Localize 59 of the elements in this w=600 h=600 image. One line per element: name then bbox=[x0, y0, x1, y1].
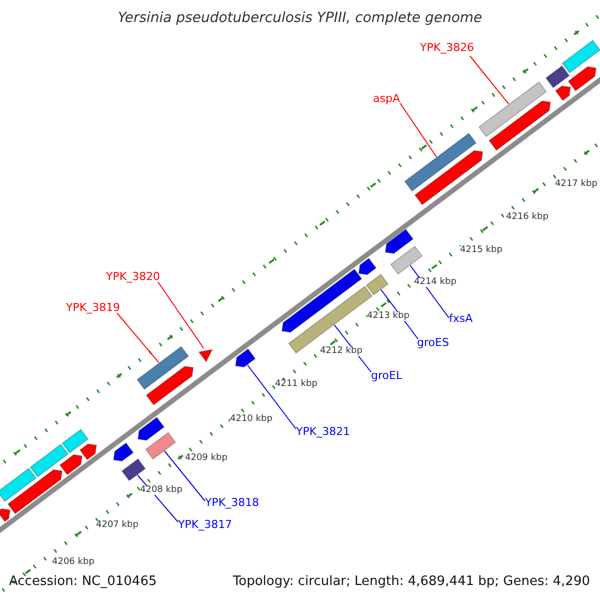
tick-label: 4211 kbp bbox=[275, 380, 318, 389]
gene-feature bbox=[390, 246, 423, 275]
tick-label: 4207 kbp bbox=[96, 521, 138, 530]
gene-feature bbox=[384, 228, 414, 254]
gene-label: YPK_3826 bbox=[420, 42, 474, 53]
accession-text: Accession: NC_010465 bbox=[9, 575, 157, 588]
gene-feature bbox=[198, 348, 214, 363]
leader-line bbox=[400, 102, 437, 158]
gene-feature bbox=[562, 40, 600, 74]
gene-feature bbox=[554, 85, 571, 102]
gene-feature bbox=[0, 508, 11, 522]
gene-label: YPK_3820 bbox=[106, 271, 160, 282]
gene-feature bbox=[146, 366, 194, 406]
gene-feature bbox=[281, 268, 362, 333]
gene-feature bbox=[478, 81, 547, 138]
gene-feature bbox=[79, 443, 97, 460]
gene-feature bbox=[545, 65, 570, 88]
gene-feature bbox=[488, 100, 551, 151]
gene-feature bbox=[59, 454, 83, 476]
gene-feature bbox=[113, 442, 134, 462]
tick-label: 4215 kbp bbox=[460, 246, 502, 255]
leader-line bbox=[164, 450, 206, 502]
title: Yersinia pseudotuberculosis YPIII, complete genome bbox=[116, 11, 484, 25]
gene-feature bbox=[366, 274, 389, 296]
tick-label: 4208 kbp bbox=[140, 486, 182, 495]
gene-feature bbox=[136, 346, 190, 390]
gene-label: YPK_3817 bbox=[178, 519, 232, 530]
gene-label: groES bbox=[417, 337, 449, 348]
leader-line bbox=[158, 282, 204, 348]
gene-feature bbox=[358, 258, 377, 276]
gene-feature bbox=[0, 468, 37, 502]
gene-feature bbox=[235, 348, 256, 368]
genome-info-text: Topology: circular; Length: 4,689,441 bp; Genes: 4,290 bbox=[232, 575, 590, 588]
gene-label: YPK_3821 bbox=[296, 426, 350, 437]
tick-label: 4217 kbp bbox=[555, 180, 598, 189]
gene-feature bbox=[62, 428, 89, 454]
gene-feature bbox=[404, 132, 477, 192]
tick-label: 4214 kbp bbox=[414, 278, 456, 287]
gene-label: YPK_3818 bbox=[205, 497, 260, 508]
gene-feature bbox=[7, 469, 63, 514]
tick-label: 4206 kbp bbox=[52, 558, 94, 567]
leader-line bbox=[470, 56, 510, 105]
gene-feature bbox=[145, 432, 176, 460]
gene-feature bbox=[30, 444, 69, 478]
gene-label: fxsA bbox=[449, 313, 473, 324]
gene-feature bbox=[137, 416, 165, 441]
gene-feature bbox=[121, 458, 146, 482]
gene-label: groEL bbox=[371, 370, 402, 381]
tick-label: 4212 kbp bbox=[320, 347, 362, 356]
tick-label: 4216 kbp bbox=[506, 213, 548, 222]
gene-feature bbox=[568, 66, 597, 92]
tick-label: 4209 kbp bbox=[185, 454, 228, 463]
gene-label: aspA bbox=[373, 93, 400, 104]
leader-line bbox=[116, 312, 160, 364]
gene-feature bbox=[414, 150, 484, 206]
tick-label: 4213 kbp bbox=[367, 312, 410, 321]
tick-label: 4210 kbp bbox=[230, 415, 272, 424]
gene-label: YPK_3819 bbox=[66, 302, 120, 313]
leader-line bbox=[247, 364, 296, 430]
